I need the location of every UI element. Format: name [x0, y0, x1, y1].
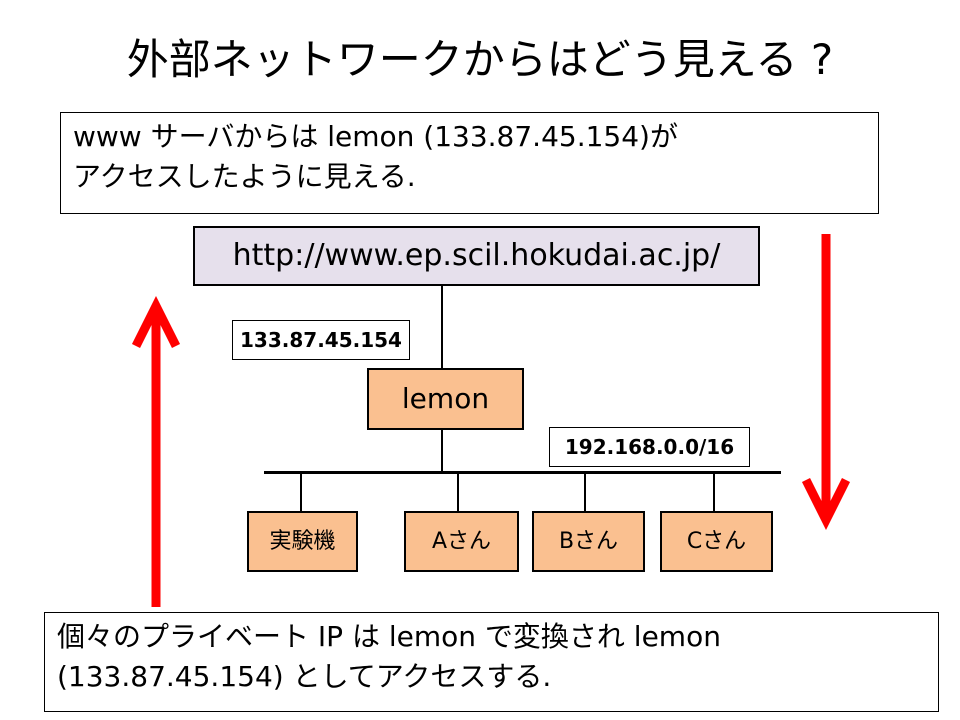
host-drop-line [300, 472, 302, 511]
lemon-gateway-node: lemon [367, 368, 524, 430]
host-drop-line [713, 472, 715, 511]
downward-arrow-icon [801, 234, 851, 531]
host-drop-line [584, 472, 586, 511]
lemon-bus-link [441, 430, 443, 472]
bottom-note: 個々のプライベート IP は lemon で変換され lemon (133.87… [44, 612, 939, 712]
bottom-note-line-2: (133.87.45.154) としてアクセスする. [57, 660, 552, 693]
upward-arrow-icon [131, 295, 181, 607]
server-lemon-link [441, 286, 443, 368]
slide-title: 外部ネットワークからはどう見える ? [126, 35, 834, 84]
host-c: Cさん [660, 511, 773, 572]
top-note-line-2: アクセスしたように見える. [73, 160, 416, 193]
external-ip-label: 133.87.45.154 [232, 320, 410, 360]
host-b: Bさん [532, 511, 645, 572]
top-note-line-1: www サーバからは lemon (133.87.45.154)が [73, 120, 678, 153]
lan-bus [264, 471, 781, 474]
bottom-note-line-1: 個々のプライベート IP は lemon で変換され lemon [57, 620, 721, 653]
host-a: Aさん [404, 511, 519, 572]
host-jikkenki: 実験機 [247, 511, 358, 572]
web-server-box: http://www.ep.scil.hokudai.ac.jp/ [193, 226, 760, 286]
host-drop-line [457, 472, 459, 511]
top-note: www サーバからは lemon (133.87.45.154)が アクセスした… [60, 112, 879, 214]
subnet-label: 192.168.0.0/16 [549, 427, 750, 467]
